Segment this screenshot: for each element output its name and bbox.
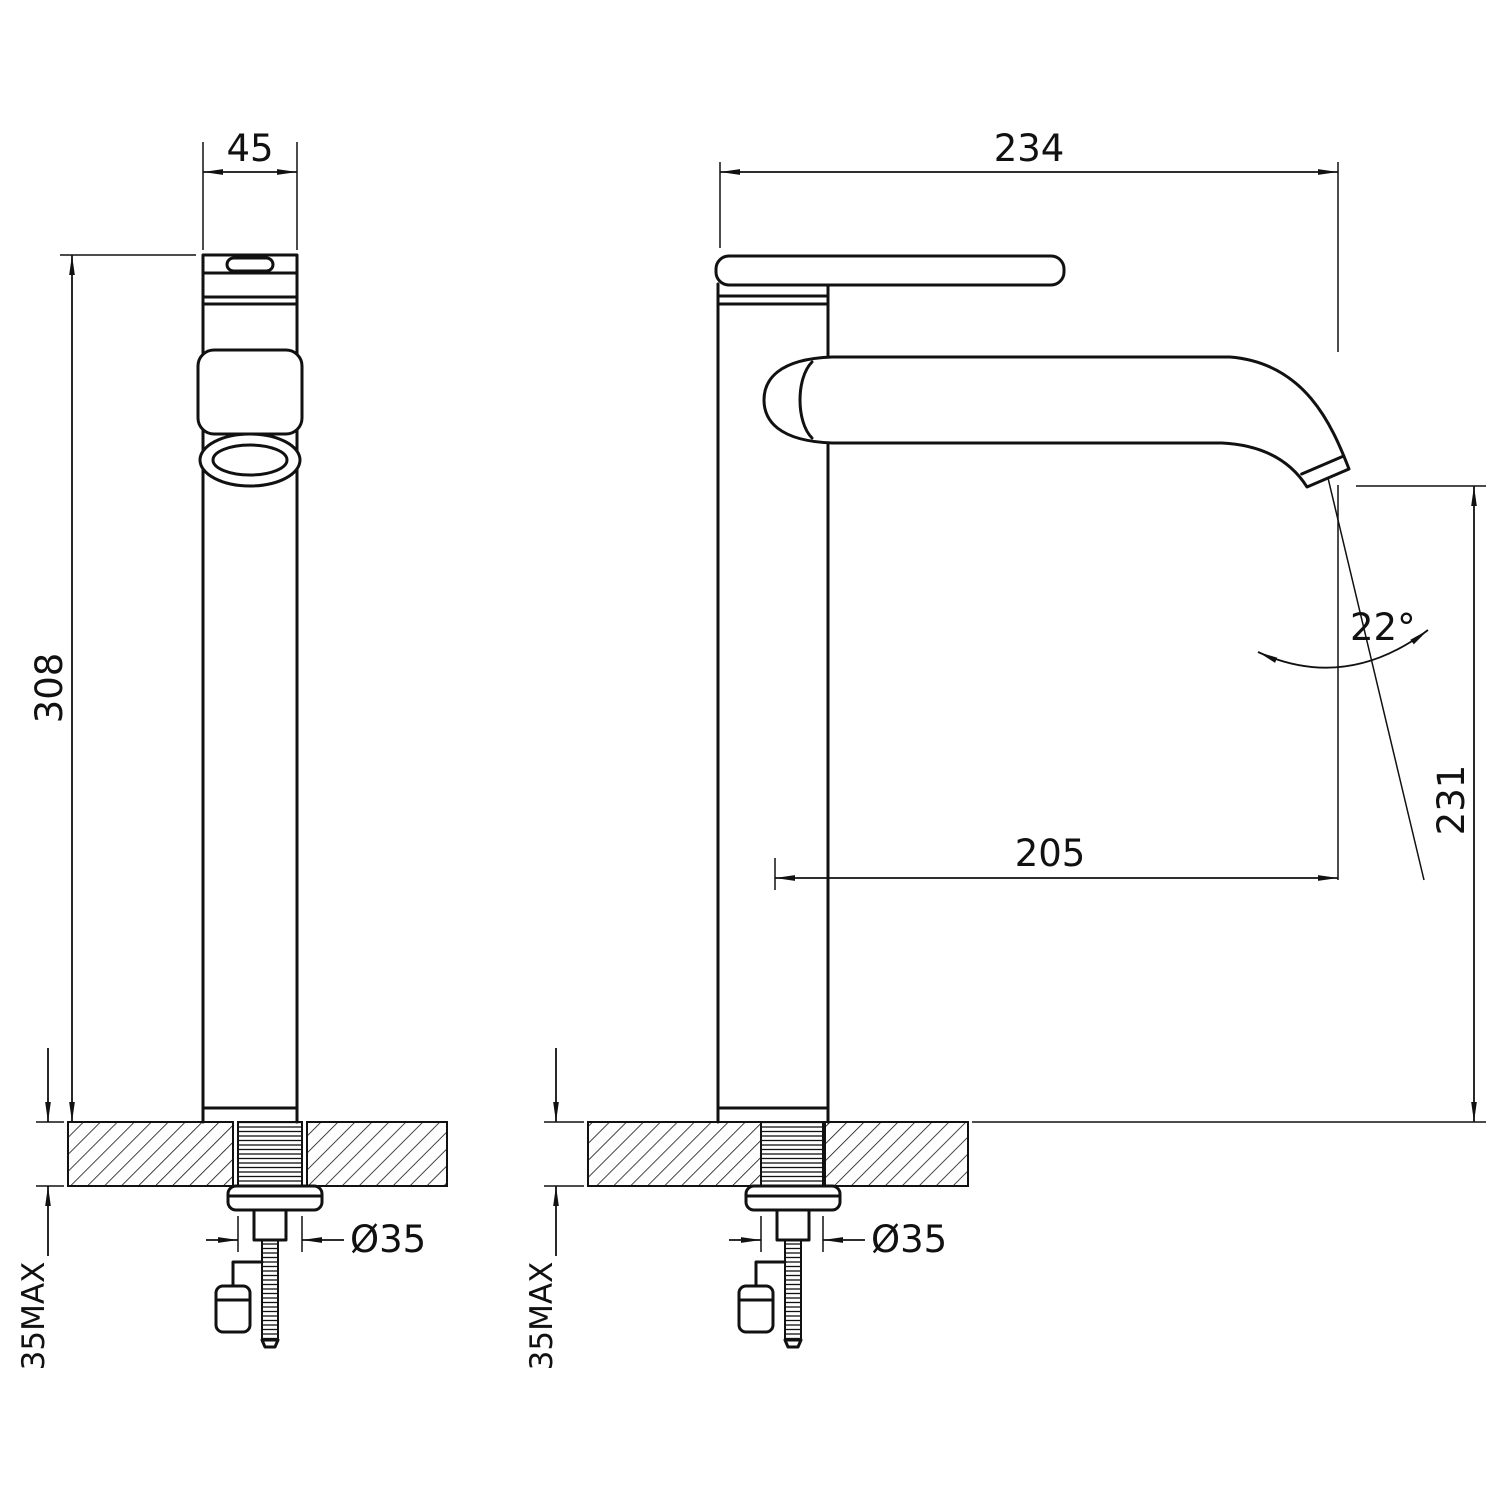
dim-label-front-deck-thickness: 35MAX xyxy=(16,1262,52,1371)
faucet-front-outline xyxy=(201,253,299,1124)
dimension-front-height: 308 xyxy=(28,254,196,1122)
mounting-washer xyxy=(744,1184,842,1212)
mounting-nut xyxy=(252,1208,288,1242)
handle-top-slot xyxy=(225,256,275,273)
mounting-washer xyxy=(226,1184,324,1212)
fixing-bolt xyxy=(214,1284,252,1334)
dim-label-side-hole-diameter: Ø35 xyxy=(871,1218,947,1261)
handle-front xyxy=(196,348,304,436)
mounting-nut xyxy=(775,1208,811,1242)
dim-label-spout-angle: 22° xyxy=(1350,606,1416,649)
dim-label-front-width: 45 xyxy=(226,127,273,170)
dim-label-spout-height: 231 xyxy=(1430,765,1473,836)
dimension-front-deck-thickness: 35MAX xyxy=(16,1048,64,1370)
dimension-spout-reach: 205 xyxy=(774,832,1338,890)
spout-outlet xyxy=(1300,454,1346,476)
dim-label-spout-reach: 205 xyxy=(1015,832,1086,875)
dimension-side-deck-thickness: 35MAX xyxy=(524,1048,584,1370)
countertop-front xyxy=(67,1121,448,1187)
mounting-hardware-side xyxy=(737,1121,842,1349)
dimension-spout-angle: 22° xyxy=(1257,477,1429,881)
spout xyxy=(762,355,1351,489)
dimension-spout-height: 231 xyxy=(972,485,1486,1123)
faucet-side-body xyxy=(714,254,1351,1124)
lever-handle xyxy=(714,254,1066,287)
dim-label-front-hole-diameter: Ø35 xyxy=(350,1218,426,1261)
counter-hatch-left xyxy=(67,1121,234,1187)
side-view: 234 22° 205 231 35MAX Ø3 xyxy=(524,127,1486,1370)
counter-hatch-right xyxy=(306,1121,448,1187)
threaded-shank xyxy=(760,1121,824,1187)
mounting-hardware-front xyxy=(214,1121,324,1349)
dimension-front-width: 45 xyxy=(202,127,298,250)
counter-hatch-left xyxy=(587,1121,762,1187)
handle-collar xyxy=(198,432,302,488)
threaded-shank xyxy=(237,1121,303,1187)
countertop-side xyxy=(587,1121,969,1187)
counter-hatch-right xyxy=(824,1121,969,1187)
fixing-bolt xyxy=(737,1284,775,1334)
dimension-front-hole-diameter: Ø35 xyxy=(206,1216,426,1261)
dimension-side-depth: 234 xyxy=(719,127,1339,352)
dim-label-side-depth: 234 xyxy=(994,127,1065,170)
dimension-side-hole-diameter: Ø35 xyxy=(729,1216,947,1261)
dim-label-front-height: 308 xyxy=(28,653,71,724)
front-view: 45 308 35MAX Ø35 xyxy=(16,127,448,1370)
dim-label-side-deck-thickness: 35MAX xyxy=(524,1262,560,1371)
faucet-front-body xyxy=(196,253,304,1124)
